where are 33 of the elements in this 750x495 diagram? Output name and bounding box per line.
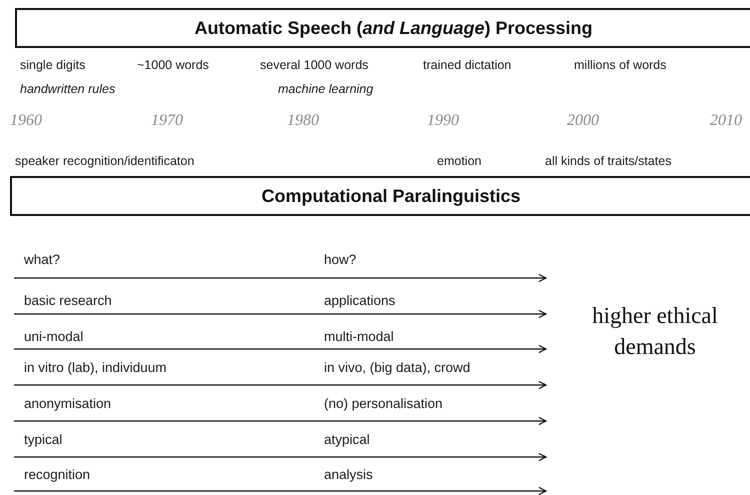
timeline-label: emotion: [437, 154, 482, 168]
side-note: higher ethical demands: [591, 302, 719, 361]
row-label: how?: [324, 252, 356, 267]
timeline-label: trained dictation: [423, 58, 512, 72]
timeline-label: speaker recognition/identificaton: [15, 154, 194, 168]
year-label: 1970: [151, 112, 183, 130]
timeline-label: several 1000 words: [260, 58, 368, 72]
row-label: atypical: [324, 432, 370, 447]
title-banner: Computational Paralinguistics: [10, 176, 750, 216]
row-label: basic research: [24, 293, 112, 308]
row-label: in vivo, (big data), crowd: [324, 360, 470, 375]
row-label: analysis: [324, 467, 373, 482]
title-banner: Automatic Speech (and Language) Processing: [15, 8, 750, 48]
timeline-label: millions of words: [574, 58, 666, 72]
timeline-label: handwritten rules: [20, 82, 116, 96]
timeline-label: machine learning: [278, 82, 374, 96]
timeline-label: single digits: [20, 58, 86, 72]
year-label: 1990: [427, 112, 459, 130]
year-label: 1960: [10, 112, 42, 130]
row-label: uni-modal: [24, 329, 84, 344]
row-label: in vitro (lab), individuum: [24, 360, 167, 375]
timeline-label: all kinds of traits/states: [545, 154, 672, 168]
row-label: recognition: [24, 467, 90, 482]
row-label: what?: [24, 252, 60, 267]
year-label: 1980: [287, 112, 319, 130]
timeline-label: ~1000 words: [137, 58, 209, 72]
row-label: multi-modal: [324, 329, 394, 344]
year-label: 2010: [710, 112, 742, 130]
row-label: applications: [324, 293, 396, 308]
row-label: (no) personalisation: [324, 396, 443, 411]
row-label: anonymisation: [24, 396, 112, 411]
year-label: 2000: [567, 112, 599, 130]
row-label: typical: [24, 432, 62, 447]
